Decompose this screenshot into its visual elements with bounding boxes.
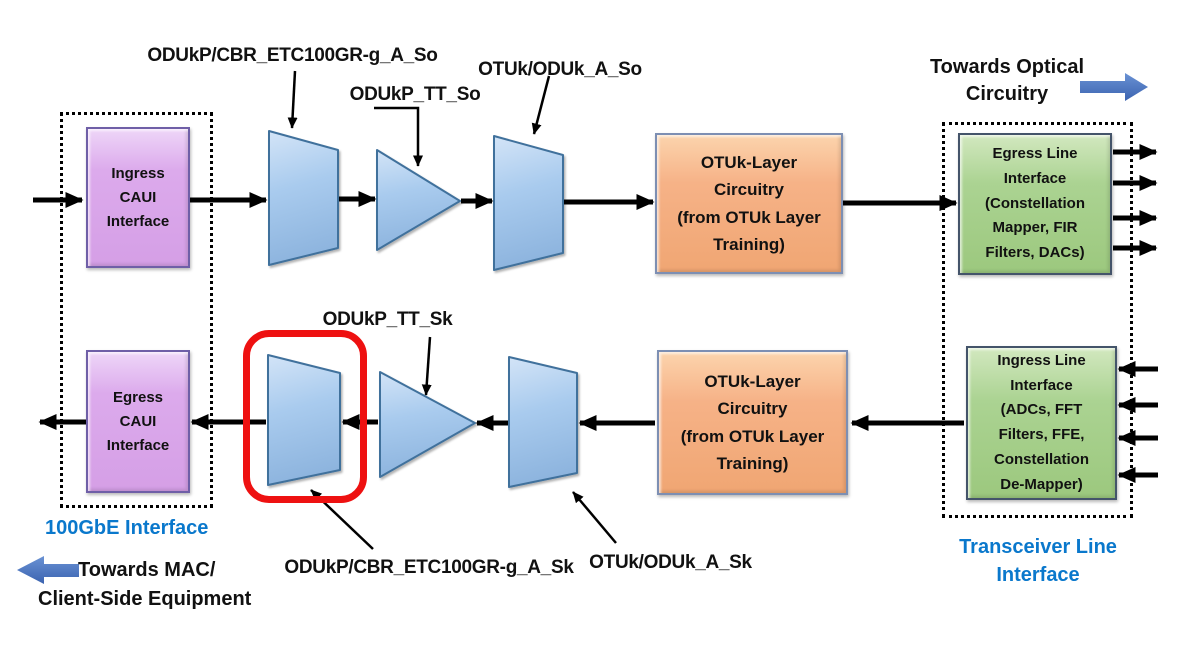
label-arrow-otuk-oduk-a-so (531, 75, 551, 135)
towards-optical-arrow-icon (1080, 73, 1148, 101)
label-otuk-oduk-a-sk: OTUk/ODUk_A_Sk (589, 552, 752, 573)
shape-triangle-odukp-tt-so (376, 149, 461, 251)
shape-trapezoid-otuk-oduk-a-sk (508, 356, 578, 488)
label-odukp-cbr-etc100gr-g-a-sk: ODUkP/CBR_ETC100GR-g_A_Sk (284, 557, 574, 578)
label-otuk-oduk-a-so: OTUk/ODUk_A_So (478, 59, 642, 80)
box-egress-caui-interface: Egress CAUI Interface (86, 350, 190, 493)
box-otuk-layer-circuitry-top: OTUk-Layer Circuitry (from OTUk Layer Tr… (655, 133, 843, 274)
box-ingress-line-interface: Ingress Line Interface (ADCs, FFT Filter… (966, 346, 1117, 500)
shape-trapezoid-otuk-oduk-a-so (493, 135, 564, 271)
caption-transceiver-line-interface: Transceiver Line Interface (959, 536, 1117, 586)
client-interface-dotted-box (60, 112, 213, 508)
label-arrow-odukp-tt-sk (421, 336, 432, 396)
caption-towards-mac-client-side: Towards MAC/ Client-Side Equipment (38, 559, 252, 610)
box-ingress-caui-interface: Ingress CAUI Interface (86, 127, 190, 268)
label-odukp-tt-sk: ODUkP_TT_Sk (322, 309, 453, 330)
label-arrow-otuk-oduk-a-sk (572, 491, 617, 544)
caption-towards-optical-circuitry: Towards Optical Circuitry (929, 56, 1085, 105)
shape-trapezoid-odukp-cbr-so (268, 130, 339, 266)
box-egress-line-interface: Egress Line Interface (Constellation Map… (958, 133, 1112, 275)
caption-100gbe-interface: 100GbE Interface (45, 517, 209, 539)
red-highlight-ring (243, 330, 367, 503)
shape-triangle-odukp-tt-sk (379, 371, 476, 478)
label-odukp-cbr-etc100gr-g-a-so: ODUkP/CBR_ETC100GR-g_A_So (147, 45, 438, 66)
towards-mac-arrow-icon (17, 556, 79, 584)
line-interface-dotted-box (942, 122, 1133, 518)
label-odukp-tt-so: ODUkP_TT_So (349, 84, 481, 105)
shape-trapezoid-odukp-cbr-sk (267, 354, 341, 486)
label-arrow-odukp-cbr-so (287, 70, 298, 129)
box-otuk-layer-circuitry-bottom: OTUk-Layer Circuitry (from OTUk Layer Tr… (657, 350, 848, 495)
label-arrow-odukp-tt-so (374, 106, 423, 167)
